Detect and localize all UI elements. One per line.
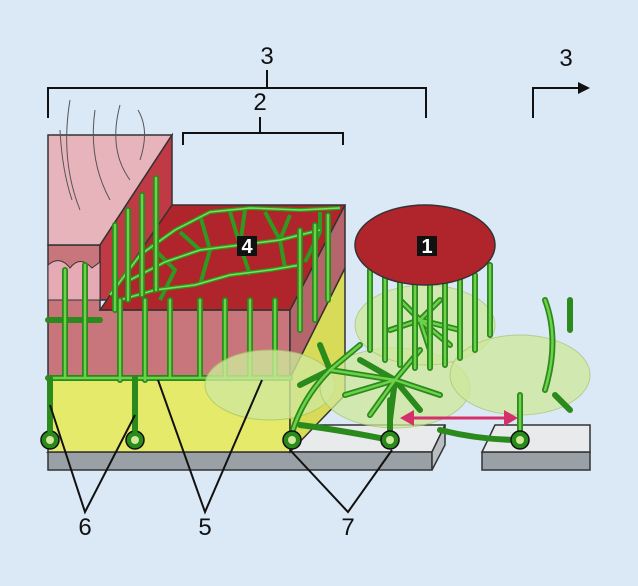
label-3-right: 3 xyxy=(559,45,572,72)
label-3-left: 3 xyxy=(260,43,273,70)
dermal-vessels xyxy=(45,175,331,383)
distance-arrow xyxy=(400,410,518,426)
label-6: 6 xyxy=(78,514,91,541)
label-5: 5 xyxy=(198,514,211,541)
label-1-box xyxy=(417,236,437,256)
arrow-3-right xyxy=(532,82,590,118)
label-1: 1 xyxy=(421,236,432,258)
label-4: 4 xyxy=(241,236,253,258)
bracket-3 xyxy=(47,70,427,118)
muscle-capillary-network xyxy=(108,206,341,302)
source-vessels xyxy=(40,375,530,450)
label-2: 2 xyxy=(253,89,266,116)
label-4-box xyxy=(237,236,257,256)
leader-lines xyxy=(49,379,393,515)
label-7: 7 xyxy=(341,514,354,541)
bracket-2 xyxy=(182,117,344,145)
